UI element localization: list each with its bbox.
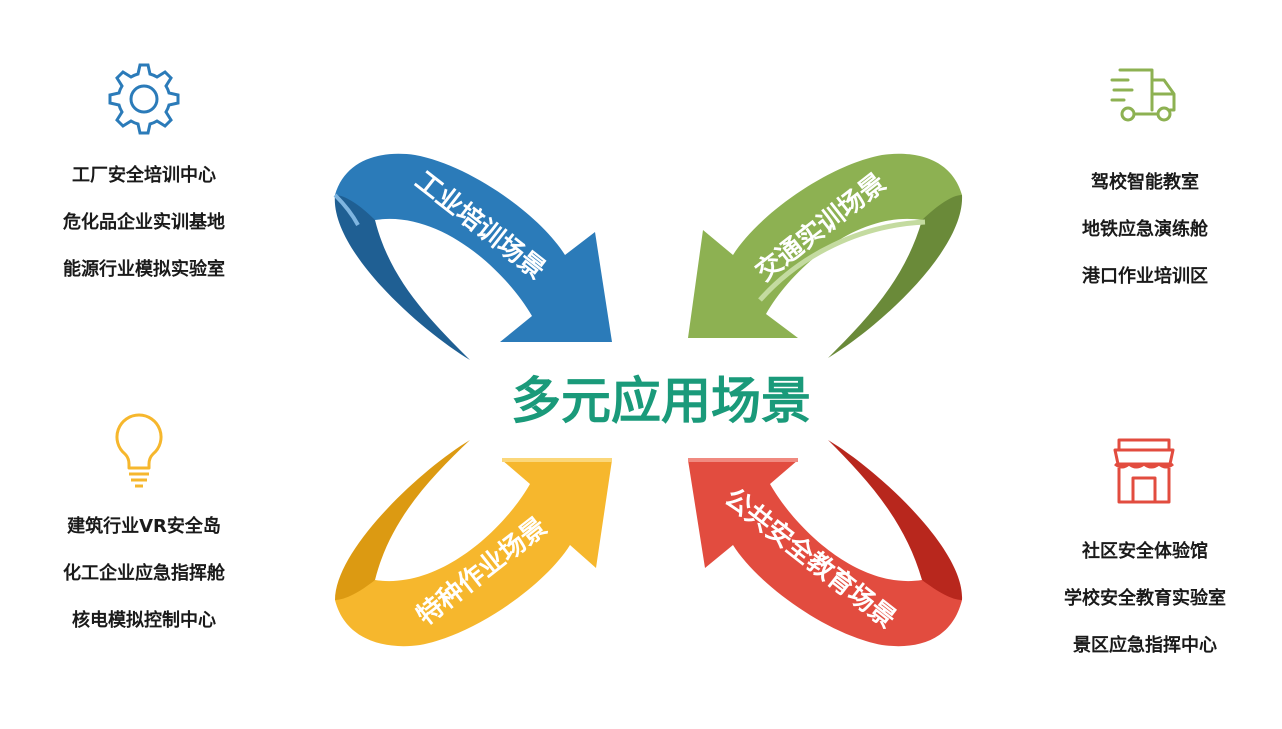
- arrow-special-operations: 特种作业场景: [335, 440, 612, 647]
- gear-icon: [108, 63, 180, 135]
- list-item: 地铁应急演练舱: [1082, 219, 1208, 240]
- list-item: 工厂安全培训中心: [72, 165, 216, 186]
- list-item: 景区应急指挥中心: [1073, 635, 1217, 656]
- list-item: 化工企业应急指挥舱: [63, 563, 225, 584]
- truck-icon: [1110, 68, 1176, 122]
- list-item: 社区安全体验馆: [1082, 541, 1208, 562]
- list-item: 学校安全教育实验室: [1064, 588, 1226, 609]
- group-public: 社区安全体验馆 学校安全教育实验室 景区应急指挥中心: [1035, 432, 1255, 672]
- store-icon: [1113, 438, 1175, 504]
- list-item: 能源行业模拟实验室: [63, 259, 225, 280]
- arrow-public-safety: 公共安全教育场景: [688, 440, 963, 647]
- center-title: 多元应用场景: [511, 372, 811, 430]
- arrow-industrial-training: 工业培训场景: [333, 153, 612, 360]
- group-traffic: 驾校智能教室 地铁应急演练舱 港口作业培训区: [1035, 60, 1255, 300]
- list-item: 核电模拟控制中心: [72, 610, 216, 631]
- list-item: 驾校智能教室: [1091, 172, 1199, 193]
- arrow-traffic-training: 交通实训场景: [688, 153, 963, 358]
- list-item: 危化品企业实训基地: [63, 212, 225, 233]
- list-item: 港口作业培训区: [1082, 266, 1208, 287]
- list-item: 建筑行业VR安全岛: [67, 516, 221, 537]
- group-industrial: 工厂安全培训中心 危化品企业实训基地 能源行业模拟实验室: [34, 55, 254, 295]
- group-special: 建筑行业VR安全岛 化工企业应急指挥舱 核电模拟控制中心: [34, 408, 254, 648]
- lightbulb-icon: [115, 413, 163, 488]
